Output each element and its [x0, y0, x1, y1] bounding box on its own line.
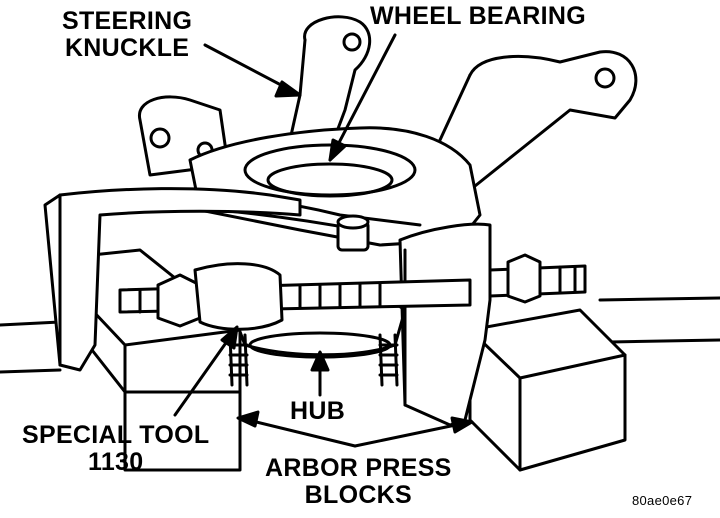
special-tool-1130	[43, 187, 587, 427]
steering-knuckle-label-line1: STEERING	[62, 7, 193, 35]
hub-label: HUB	[290, 397, 346, 425]
arbor-press-blocks-label-line1: ARBOR PRESS	[265, 454, 452, 482]
steering-knuckle-label: STEERING KNUCKLE	[62, 8, 192, 62]
arbor-press-blocks-label: ARBOR PRESS BLOCKS	[265, 455, 452, 509]
special-tool-label: SPECIAL TOOL 1130	[22, 422, 209, 476]
wheel-bearing-label: WHEEL BEARING	[370, 2, 586, 30]
figure-code: 80ae0e67	[632, 493, 693, 508]
work-table-lines	[0, 296, 720, 374]
arbor-press-blocks-label-line2: BLOCKS	[304, 481, 413, 509]
steering-knuckle-label-line2: KNUCKLE	[64, 34, 190, 62]
leader-arrows	[173, 33, 474, 448]
right-arbor-press-block	[468, 308, 627, 472]
steering-knuckle	[118, 15, 638, 252]
special-tool-label-line1: SPECIAL TOOL	[22, 421, 210, 449]
special-tool-label-line2: 1130	[88, 448, 144, 476]
